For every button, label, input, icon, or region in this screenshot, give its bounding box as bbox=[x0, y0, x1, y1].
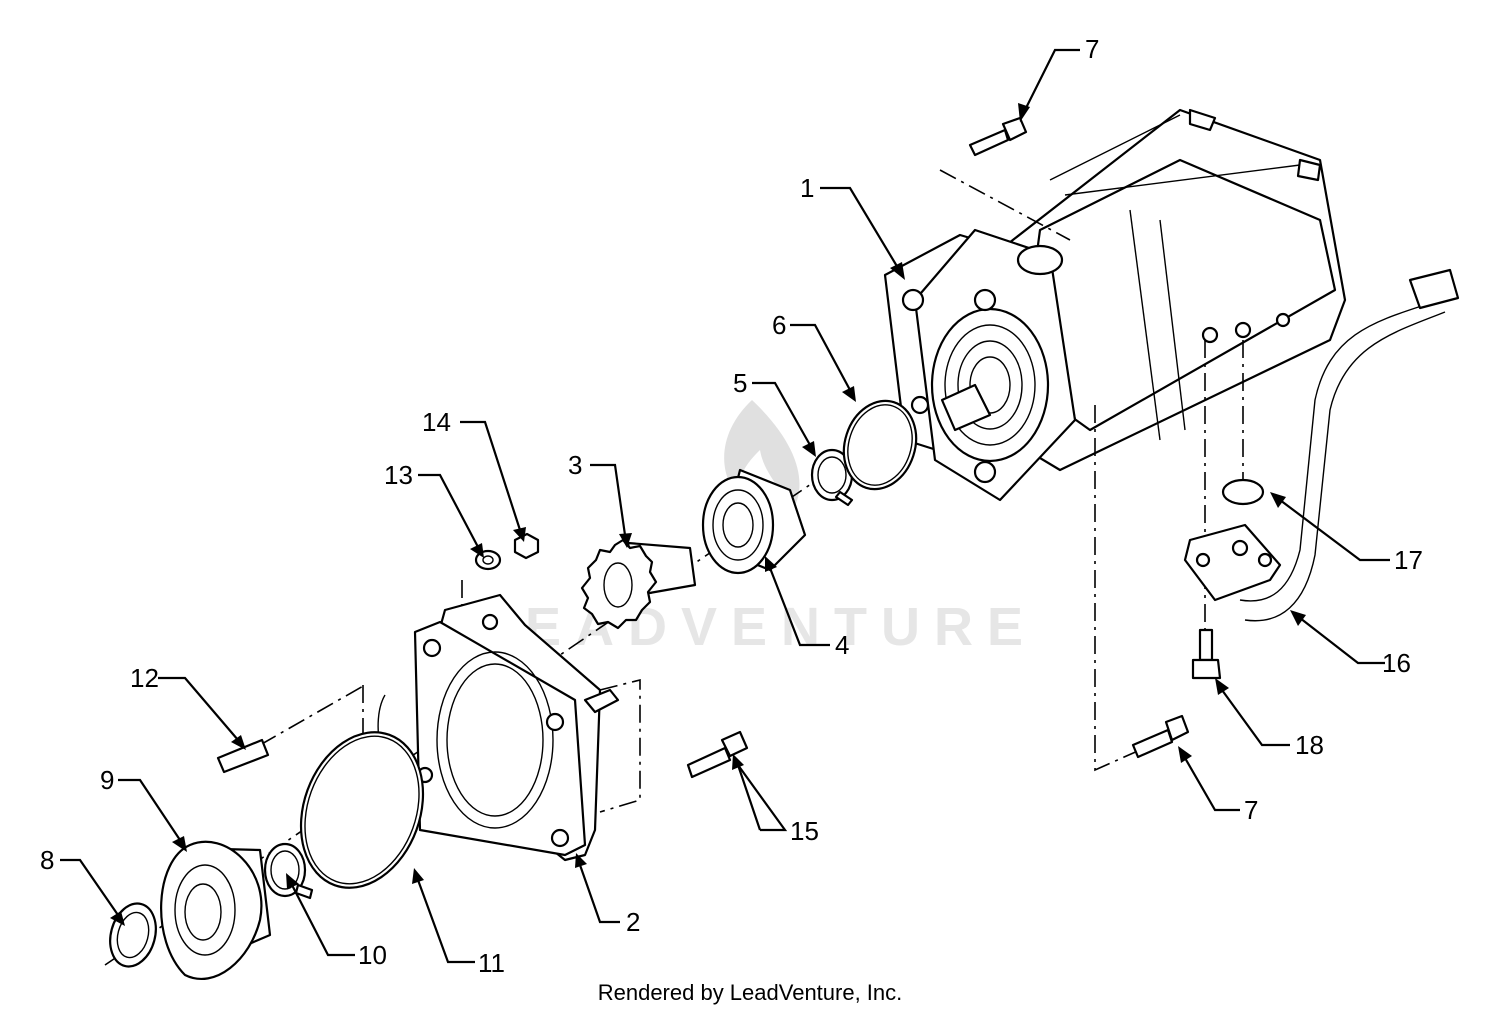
callout-4: 4 bbox=[835, 630, 849, 660]
callout-16: 16 bbox=[1382, 648, 1411, 678]
leader-lines bbox=[60, 48, 1390, 964]
callout-10: 10 bbox=[358, 940, 387, 970]
part-6-o-ring[interactable] bbox=[833, 391, 927, 498]
part-1-pump[interactable] bbox=[883, 108, 1347, 502]
assembly-line-bolt7-bottom bbox=[1094, 405, 1141, 772]
callout-1: 1 bbox=[800, 173, 814, 203]
callout-9: 9 bbox=[100, 765, 114, 795]
part-7-bolt-bottom[interactable] bbox=[1131, 714, 1190, 759]
callout-5: 5 bbox=[733, 368, 747, 398]
part-7-bolt-top[interactable] bbox=[968, 116, 1028, 157]
part-18-capscrew[interactable] bbox=[1191, 628, 1222, 680]
part-12-stud[interactable] bbox=[216, 738, 270, 774]
assembly-line-housing-right bbox=[599, 678, 641, 813]
rendered-by-footer: Rendered by LeadVenture, Inc. bbox=[597, 980, 903, 1005]
part-16-hydraulic-tube[interactable] bbox=[1183, 268, 1460, 622]
callout-3: 3 bbox=[568, 450, 582, 480]
part-9-drive-gear[interactable] bbox=[160, 840, 272, 981]
callout-11: 11 bbox=[478, 948, 505, 978]
callout-17: 17 bbox=[1394, 545, 1423, 575]
part-2-adapter-housing[interactable] bbox=[377, 593, 620, 862]
watermark-text: LEADVENTURE bbox=[478, 597, 1037, 657]
callout-7-top: 7 bbox=[1085, 34, 1099, 64]
callout-14: 14 bbox=[422, 407, 451, 437]
callout-18: 18 bbox=[1295, 730, 1324, 760]
callout-15: 15 bbox=[790, 816, 819, 846]
callout-7-bottom: 7 bbox=[1244, 795, 1258, 825]
assembly-line-stud12 bbox=[259, 684, 366, 746]
callout-labels: 7 1 6 5 3 4 14 13 12 9 8 10 11 2 15 16 1… bbox=[40, 34, 1423, 978]
callout-2: 2 bbox=[626, 907, 640, 937]
part-15-capscrew[interactable] bbox=[686, 730, 749, 779]
part-11-o-ring[interactable] bbox=[280, 715, 444, 905]
part-4-bearing[interactable] bbox=[701, 468, 807, 575]
callout-8: 8 bbox=[40, 845, 54, 875]
part-5-snap-ring[interactable] bbox=[810, 448, 854, 507]
part-14-nut[interactable] bbox=[513, 532, 540, 560]
callout-13: 13 bbox=[384, 460, 413, 490]
part-17-gasket[interactable] bbox=[1221, 478, 1265, 506]
assembly-line-bolt7-top bbox=[939, 169, 1071, 241]
callout-6: 6 bbox=[772, 310, 786, 340]
callout-12: 12 bbox=[130, 663, 159, 693]
part-3-pinion-gear[interactable] bbox=[580, 538, 697, 630]
